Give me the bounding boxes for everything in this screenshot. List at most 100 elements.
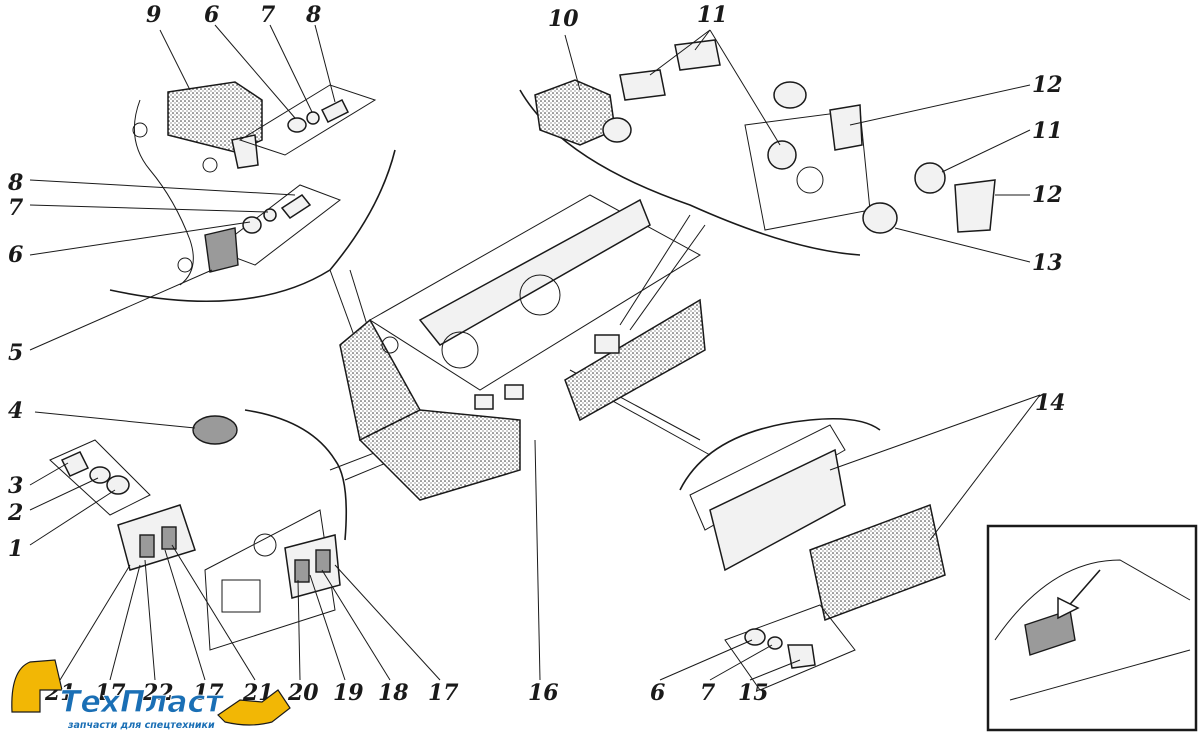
panel-cutout (221, 579, 261, 613)
cover-12b (954, 179, 996, 233)
switch-group-left (49, 415, 341, 651)
dashboard-right-panel (564, 298, 706, 422)
cab-line (1009, 649, 1191, 701)
label-5: 5 (8, 340, 23, 366)
label-9: 9 (146, 2, 161, 28)
relay-5 (204, 227, 239, 273)
switch-housing (117, 504, 196, 571)
label-14: 14 (1035, 390, 1066, 416)
bracket-outline (133, 99, 194, 286)
label-17: 17 (193, 680, 224, 706)
connector-11b (674, 39, 721, 71)
switch-20 (294, 559, 310, 583)
switch-21 (161, 526, 177, 550)
fastener-box-top (238, 84, 377, 156)
label-7: 7 (700, 680, 716, 706)
label-6: 6 (204, 2, 219, 28)
socket-hole (796, 166, 824, 194)
inset-vehicle-view (986, 524, 1198, 732)
nut-3 (60, 451, 90, 477)
ring-13 (862, 202, 898, 234)
panel-hole (253, 533, 277, 557)
fuse-group-right (689, 424, 946, 691)
fuse-cover-14 (809, 503, 946, 622)
inset-frame (986, 524, 1198, 732)
label-11: 11 (697, 2, 728, 28)
arrow-icon (1057, 596, 1080, 620)
label-12: 12 (1032, 182, 1063, 208)
gauge-opening (441, 331, 479, 369)
label-13: 13 (1032, 250, 1063, 276)
washer-1 (106, 475, 130, 495)
excavator-bucket-icon (11, 659, 63, 713)
switch-22 (139, 534, 155, 558)
logo-brand-text: ТехПласт (60, 685, 224, 720)
dashboard-lower-left (358, 409, 521, 501)
dashboard-assembly (339, 194, 706, 501)
screw-8b (280, 194, 312, 219)
switch-18 (315, 549, 331, 573)
leader-line (619, 214, 691, 326)
spring-washer-7c (767, 636, 783, 650)
mount-hole (177, 257, 193, 273)
relay-group-top-left (132, 81, 377, 286)
label-8: 8 (7, 170, 23, 196)
fuse-block-14 (709, 448, 846, 572)
loader-arm-icon (217, 689, 291, 726)
label-20: 20 (287, 680, 319, 706)
arrow-shaft (1064, 569, 1101, 611)
label-18: 18 (378, 680, 409, 706)
leader-line (629, 224, 706, 331)
relay-bracket (231, 134, 259, 169)
logo-tagline: запчасти для спецтехники (67, 720, 215, 731)
socket-11b (914, 162, 946, 194)
lighter-knob (602, 117, 632, 143)
callout-arc-top-left (109, 149, 396, 303)
label-8: 8 (305, 2, 321, 28)
socket-4 (192, 415, 238, 445)
cab-outline (994, 559, 1191, 641)
screw-8 (320, 98, 350, 124)
lighter-10 (534, 79, 616, 146)
label-19: 19 (333, 680, 364, 706)
callout-arc-right (679, 417, 881, 491)
spring-washer-7b (263, 208, 277, 222)
label-22: 22 (142, 680, 174, 706)
socket-plate (594, 334, 620, 354)
dashboard-top-frame (369, 194, 701, 391)
dashboard-rail (418, 198, 651, 346)
label-6: 6 (650, 680, 665, 706)
label-leaders (29, 24, 1041, 681)
label-4: 4 (8, 398, 23, 424)
label-11: 11 (1032, 118, 1063, 144)
label-10: 10 (548, 6, 579, 32)
label-15: 15 (738, 680, 769, 706)
label-17: 17 (428, 680, 459, 706)
fastener-box-mid (213, 184, 342, 266)
washer-6 (287, 117, 307, 133)
socket-group-top-right (534, 39, 996, 234)
connector-11a (619, 69, 666, 101)
socket-ring (773, 81, 807, 109)
fastener-box-bottom (724, 604, 856, 691)
label-1: 1 (8, 536, 23, 562)
label-3: 3 (8, 473, 23, 499)
mount-hole (132, 122, 148, 138)
brand-logo: ТехПласт запчасти для спецтехники (11, 659, 291, 731)
gauge-opening (519, 274, 561, 316)
label-7: 7 (260, 2, 276, 28)
switch-slot (504, 384, 524, 400)
fuse-bracket (689, 424, 846, 531)
spring-washer-7 (306, 111, 320, 125)
switch-slot (474, 394, 494, 410)
label-6: 6 (8, 242, 23, 268)
mount-hole (202, 157, 218, 173)
washer-6b (242, 216, 262, 234)
relay-9 (167, 81, 263, 153)
label-2: 2 (7, 500, 23, 526)
label-12: 12 (1032, 72, 1063, 98)
socket-11 (767, 140, 797, 170)
switch-panel-left (204, 509, 336, 651)
